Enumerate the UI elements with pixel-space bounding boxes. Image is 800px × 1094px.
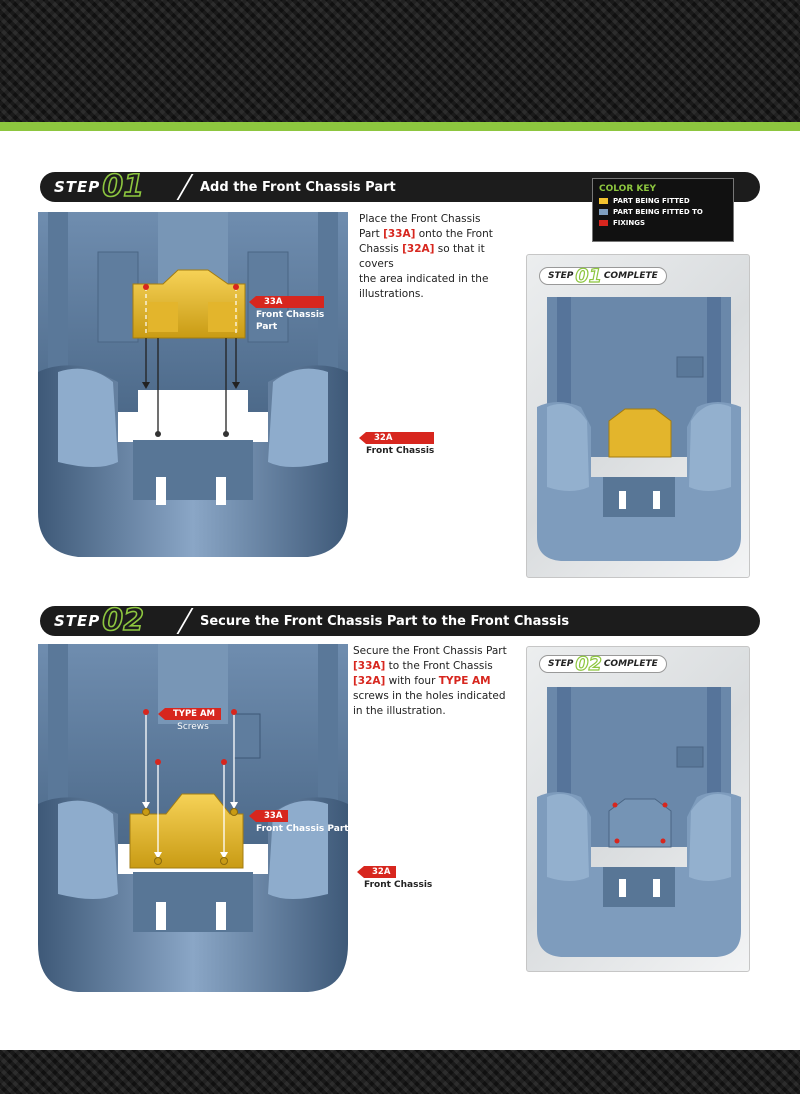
step-01-badge: STEP 01 <box>40 169 180 204</box>
color-key-label: PART BEING FITTED <box>613 197 690 205</box>
callout-label: Front Chassis Part <box>256 824 349 834</box>
instr-text: onto the Front <box>415 228 493 240</box>
complete-word: STEP <box>548 659 574 669</box>
callout-label: Front Chassis <box>256 310 325 320</box>
instr-text: Chassis <box>359 243 403 255</box>
complete-number: 02 <box>575 652 603 675</box>
callout-33a: 33A Front Chassis Part <box>248 810 349 834</box>
step-01-title: Add the Front Chassis Part <box>200 179 396 195</box>
part-tag-32a: 32A <box>356 866 397 878</box>
instr-text: Part <box>359 228 384 240</box>
instr-text: to the Front Chassis <box>385 660 493 672</box>
instr-line: Secure the Front Chassis Part <box>353 645 507 657</box>
part-ref: [32A] <box>353 675 386 687</box>
step-02-complete-tag: STEP 02 COMPLETE <box>539 652 667 676</box>
color-key-item: PART BEING FITTED TO <box>599 208 727 216</box>
step-01-complete-tag: STEP 01 COMPLETE <box>539 264 667 288</box>
step-number: 01 <box>101 169 145 204</box>
callout-label: Screws <box>177 722 209 732</box>
color-key-title: COLOR KEY <box>599 184 657 194</box>
step-word: STEP <box>54 612 101 630</box>
instr-line: screws in the holes indicated <box>353 690 506 702</box>
complete-word: STEP <box>548 271 574 281</box>
instr-line: Place the Front Chassis <box>359 213 481 225</box>
instr-line: the area indicated in the <box>359 273 489 285</box>
step-01-complete-panel: STEP 01 COMPLETE <box>526 254 750 578</box>
screw-tag-type-am: TYPE AM <box>158 708 221 720</box>
screw-type: TYPE AM <box>438 675 491 687</box>
step-02-title: Secure the Front Chassis Part to the Fro… <box>200 613 570 629</box>
color-key-label: FIXINGS <box>613 219 646 227</box>
swatch-yellow <box>599 198 608 204</box>
complete-word: COMPLETE <box>603 271 658 281</box>
carbon-footer <box>0 1050 800 1094</box>
step-01-instructions: Place the Front Chassis Part [33A] onto … <box>359 212 519 302</box>
instr-line: Part [33A] onto the Front <box>359 227 519 242</box>
swatch-blue <box>599 209 608 215</box>
step-01-chassis-illustration <box>38 212 348 557</box>
step-02-instructions: Secure the Front Chassis Part [33A] to t… <box>353 644 523 719</box>
callout-type-am: TYPE AM Screws <box>158 708 221 732</box>
instr-text: so that it covers <box>359 243 485 270</box>
callout-label: Part <box>256 322 278 332</box>
callout-33a: 33A Front Chassis Part <box>248 296 325 332</box>
swatch-red <box>599 220 608 226</box>
color-key-item: PART BEING FITTED <box>599 197 727 205</box>
complete-number: 01 <box>575 264 603 287</box>
callout-label: Front Chassis <box>366 446 435 456</box>
color-key: COLOR KEY PART BEING FITTED PART BEING F… <box>592 178 734 242</box>
instr-line: [32A] with four TYPE AM <box>353 674 523 689</box>
step-02-complete-illustration <box>537 687 741 957</box>
green-stripe <box>0 122 800 131</box>
instr-line: in the illustration. <box>353 705 446 717</box>
callout-label: Front Chassis <box>364 880 433 890</box>
part-tag-33a: 33A <box>248 296 325 308</box>
part-tag-32a: 32A <box>358 432 435 444</box>
part-ref: [32A] <box>402 243 435 255</box>
carbon-header <box>0 0 800 122</box>
step-01-complete-illustration <box>537 297 741 561</box>
color-key-item: FIXINGS <box>599 219 727 227</box>
instr-text: with four <box>385 675 439 687</box>
complete-word: COMPLETE <box>603 659 658 669</box>
step-02-header: STEP 02 Secure the Front Chassis Part to… <box>40 603 760 638</box>
instr-line: [33A] to the Front Chassis <box>353 659 523 674</box>
part-ref: [33A] <box>383 228 416 240</box>
instr-line: Chassis [32A] so that it covers <box>359 242 519 272</box>
callout-32a: 32A Front Chassis <box>358 432 435 456</box>
step-number: 02 <box>101 603 145 638</box>
part-tag-33a: 33A <box>248 810 289 822</box>
instr-line: illustrations. <box>359 288 424 300</box>
step-02-complete-panel: STEP 02 COMPLETE <box>526 646 750 972</box>
color-key-label: PART BEING FITTED TO <box>613 208 703 216</box>
part-ref: [33A] <box>353 660 386 672</box>
callout-32a: 32A Front Chassis <box>356 866 433 890</box>
step-word: STEP <box>54 178 101 196</box>
step-02-badge: STEP 02 <box>40 603 180 638</box>
